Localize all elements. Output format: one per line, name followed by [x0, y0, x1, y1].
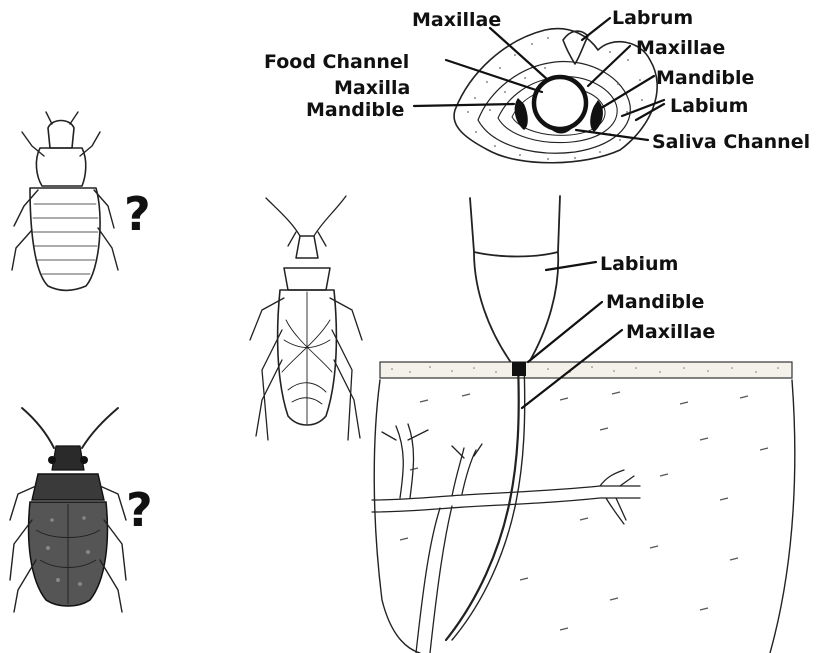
- tissue-dashes: [400, 392, 768, 630]
- leaf-surface-band: [380, 362, 792, 378]
- label-mandible-left: Mandible: [306, 99, 404, 121]
- nymph-insect-drawing: [12, 112, 118, 291]
- label-mandible-feeding: Mandible: [606, 291, 704, 313]
- tissue-outline: [374, 380, 420, 653]
- rostrum-upper-segment: [470, 196, 560, 257]
- label-maxilla: Maxilla: [334, 77, 410, 99]
- label-labium-feeding: Labium: [600, 253, 678, 275]
- cross-section-labels: Maxillae Labrum Food Channel Maxilla Man…: [264, 7, 810, 153]
- stylet-bundle: [446, 364, 519, 640]
- label-maxillae-top: Maxillae: [412, 9, 501, 31]
- right-mandible-shape: [590, 100, 603, 132]
- label-mandible-right: Mandible: [656, 67, 754, 89]
- stylet-entry-point: [512, 362, 526, 376]
- feeding-labels: Labium Mandible Maxillae: [522, 253, 715, 408]
- label-labium-cross: Labium: [670, 95, 748, 117]
- question-mark-bottom: ?: [126, 483, 153, 537]
- left-mandible-shape: [515, 98, 528, 130]
- label-labrum: Labrum: [612, 7, 693, 29]
- label-maxillae-feeding: Maxillae: [626, 321, 715, 343]
- label-maxillae-right: Maxillae: [636, 37, 725, 59]
- dark-bug-drawing: [10, 408, 126, 612]
- food-channel-ring: [534, 77, 586, 129]
- label-food-channel: Food Channel: [264, 51, 409, 73]
- label-saliva-channel: Saliva Channel: [652, 131, 810, 153]
- question-mark-top: ?: [124, 187, 151, 241]
- winged-bug-drawing: [250, 196, 362, 440]
